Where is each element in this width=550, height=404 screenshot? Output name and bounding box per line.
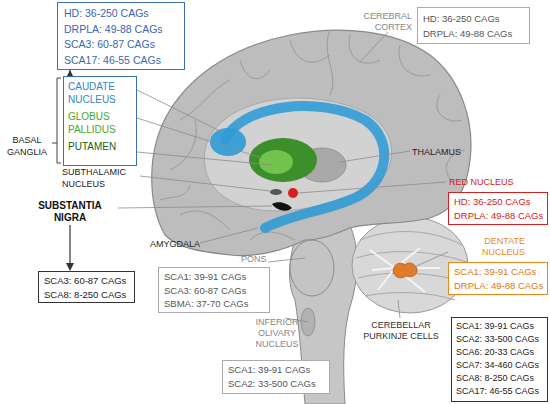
cag-range: SCA2: 33-500 CAGs — [228, 377, 324, 391]
cag-range: DRPLA: 49-88 CAGs — [64, 22, 178, 38]
region-box: CEREBRAL CORTEXHD: 36-250 CAGsDRPLA: 49-… — [417, 7, 530, 44]
cag-range: PUTAMEN — [68, 140, 132, 153]
region-box: DENTATE NUCLEUSSCA1: 39-91 CAGsDRPLA: 49… — [448, 262, 548, 295]
cag-range: SCA17: 46-55 CAGs — [456, 385, 543, 398]
cag-range: CAUDATE NUCLEUS — [68, 80, 132, 106]
dentate-nucleus — [393, 263, 417, 278]
region-label: SUBTHALAMIC NUCLEUS — [62, 166, 137, 190]
cag-range: HD: 36-250 CAGs — [64, 6, 178, 22]
arbor-vitae — [370, 248, 440, 292]
leader-lines — [118, 32, 448, 322]
region-box: HD: 36-250 CAGsDRPLA: 49-88 CAGsSCA3: 60… — [57, 2, 185, 70]
cag-range: DRPLA: 49-88 CAGs — [454, 279, 542, 293]
putamen-shape — [249, 138, 317, 182]
region-box: CAUDATE NUCLEUS GLOBUS PALLIDUS PUTAMEN — [63, 76, 137, 166]
region-label: BASAL GANGLIA — [2, 134, 52, 158]
gyri-lines — [160, 30, 465, 240]
subthalamic-shape — [270, 189, 282, 195]
red-nucleus-dot — [288, 188, 298, 198]
region-box: RED NUCLEUSHD: 36-250 CAGsDRPLA: 49-88 C… — [448, 192, 548, 225]
region-box: CEREBELLAR PURKINJE CELLSSCA1: 39-91 CAG… — [451, 317, 548, 402]
region-label: THALAMUS — [412, 146, 492, 158]
bracket — [52, 78, 61, 163]
region-label: AMYGDALA — [150, 238, 220, 250]
cag-range: HD: 36-250 CAGs — [423, 11, 524, 26]
cag-range: HD: 36-250 CAGs — [454, 195, 542, 209]
cag-range: GLOBUS PALLIDUS — [68, 110, 132, 136]
region-name: INFERIOR OLIVARY NUCLEUS — [247, 317, 307, 350]
caudate-nucleus — [225, 106, 384, 228]
cag-range: SBMA: 37-70 CAGs — [164, 297, 264, 311]
region-name: DENTATE NUCLEUS — [449, 236, 525, 258]
region-box: PONSSCA1: 39-91 CAGsSCA3: 60-87 CAGsSBMA… — [158, 267, 270, 313]
region-box: INFERIOR OLIVARY NUCLEUSSCA1: 39-91 CAGs… — [222, 360, 330, 394]
caudate-head — [210, 128, 246, 156]
cag-range: SCA1: 39-91 CAGs — [228, 363, 324, 377]
arrow-head — [66, 263, 74, 271]
cag-range: SCA1: 39-91 CAGs — [454, 265, 542, 279]
cag-range: SCA17: 46-55 CAGs — [64, 53, 178, 69]
region-label: SUBSTANTIA NIGRA — [25, 200, 115, 224]
cag-range: SCA3: 60-87 CAGs — [164, 284, 264, 298]
substantia-nigra-shape — [272, 202, 292, 210]
region-box: SCA3: 60-87 CAGsSCA8: 8-250 CAGs — [38, 271, 135, 303]
cag-range: SCA7: 34-460 CAGs — [456, 359, 543, 372]
pons-shape — [290, 240, 334, 296]
arrow-line — [69, 225, 70, 264]
cag-range: SCA1: 39-91 CAGs — [456, 320, 543, 333]
cag-range: SCA2: 33-500 CAGs — [456, 333, 543, 346]
cag-range: SCA3: 60-87 CAGs — [64, 37, 178, 53]
region-name: RED NUCLEUS — [449, 177, 539, 188]
region-name: PONS — [241, 254, 281, 265]
cag-range: SCA1: 39-91 CAGs — [164, 270, 264, 284]
region-name: CEREBELLAR PURKINJE CELLS — [357, 320, 445, 342]
cag-range: DRPLA: 49-88 CAGs — [423, 26, 524, 41]
globus-pallidus-shape — [259, 150, 293, 174]
cag-range: SCA8: 8-250 CAGs — [456, 372, 543, 385]
cerebrum — [152, 30, 471, 255]
cag-range: SCA3: 60-87 CAGs — [44, 274, 129, 288]
region-name: CEREBRAL CORTEX — [354, 11, 412, 33]
cag-range: SCA8: 8-250 CAGs — [44, 288, 129, 302]
cag-range: DRPLA: 49-88 CAGs — [454, 209, 542, 223]
cag-range: SCA6: 20-33 CAGs — [456, 346, 543, 359]
